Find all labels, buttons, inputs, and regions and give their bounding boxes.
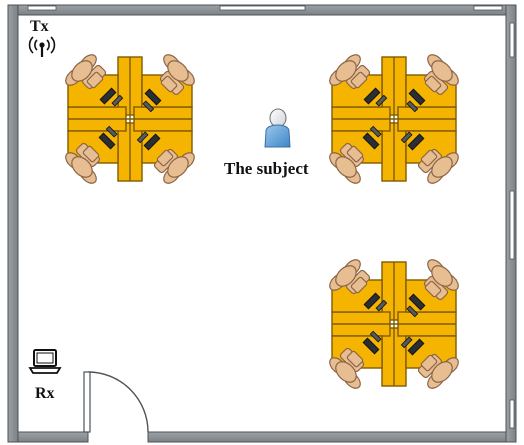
room-walls xyxy=(7,4,517,443)
subject-group: The subject xyxy=(224,108,309,178)
door xyxy=(83,371,149,433)
transmitter-group: Tx xyxy=(28,18,56,57)
desk-pod-top-right xyxy=(327,52,462,187)
receiver-label: Rx xyxy=(35,385,55,402)
desk-pod-top-left xyxy=(63,52,198,187)
transmitter-label: Tx xyxy=(30,18,49,35)
person-icon xyxy=(264,108,291,148)
desk-pod-bottom-right xyxy=(327,257,462,392)
wifi-antenna-icon xyxy=(28,36,56,57)
laptop-icon xyxy=(28,349,62,374)
receiver-group: Rx xyxy=(28,349,62,402)
subject-label: The subject xyxy=(224,159,309,178)
